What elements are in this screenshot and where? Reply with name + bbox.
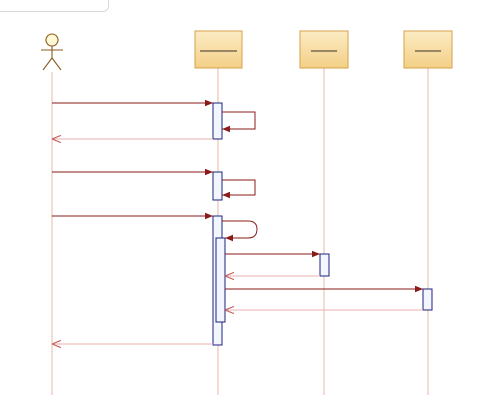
self-call-1-arrow[interactable] [222,111,256,133]
actor-head [45,33,59,47]
actor-stick-figure[interactable] [41,33,63,71]
lifeline-3-head[interactable] [403,30,453,69]
diagram-tab-strip[interactable] [0,0,109,12]
self-call-2-arrow[interactable] [222,179,256,199]
actor-leg-left [42,57,53,71]
activation-lifeline-2[interactable] [319,253,330,277]
activation-lifeline-3[interactable] [422,288,433,311]
actor-leg-right [51,57,62,71]
activation-3-inner[interactable] [215,237,226,323]
activation-2[interactable] [212,171,223,201]
lifeline-1-head[interactable] [194,30,243,69]
activation-1[interactable] [212,102,223,140]
self-call-3-arrow[interactable] [222,220,258,242]
lifeline-2-head[interactable] [299,30,349,69]
